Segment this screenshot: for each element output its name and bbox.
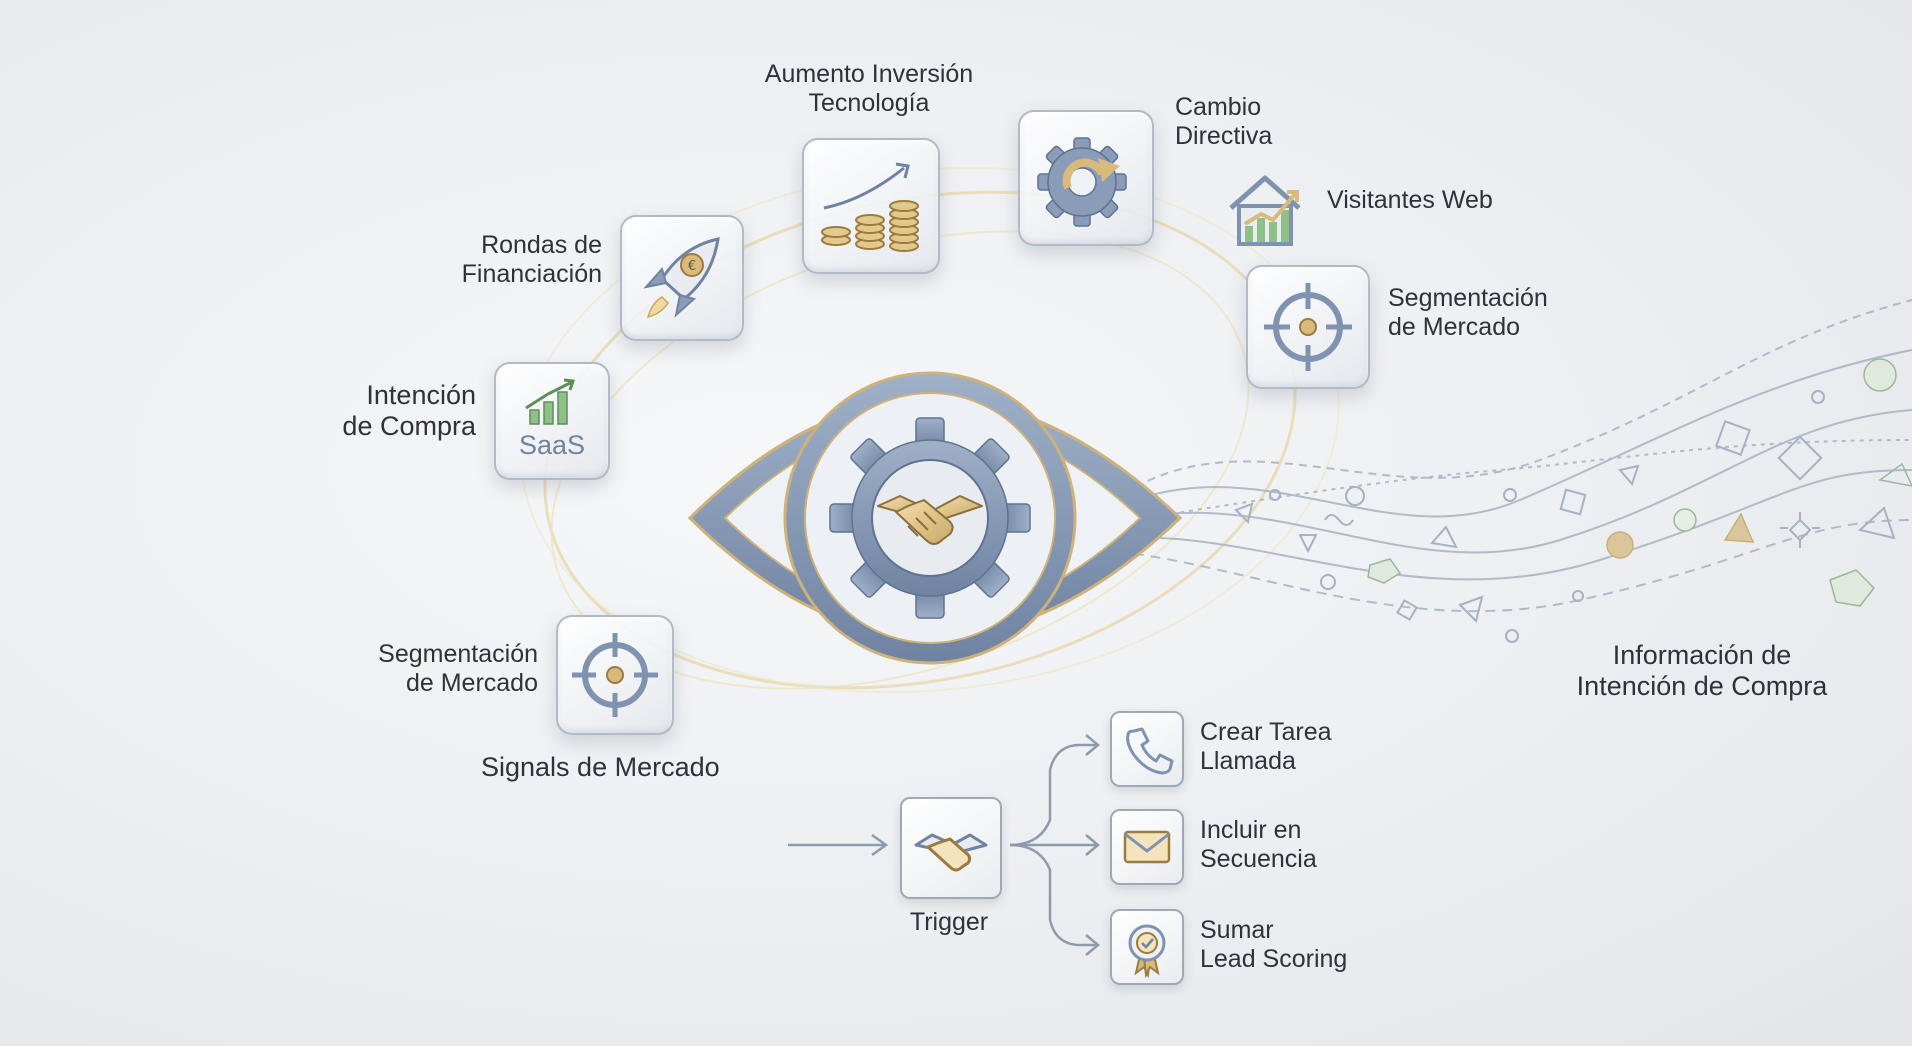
badge-icon xyxy=(1128,924,1166,979)
gear-arrow-icon xyxy=(1037,137,1127,227)
trigger-label: Trigger xyxy=(909,908,989,936)
phone-icon xyxy=(1126,727,1174,775)
action-call-tile xyxy=(1110,711,1184,787)
segmentation-bottom-tile xyxy=(556,615,674,735)
growth-chart-icon xyxy=(525,378,576,425)
handshake-icon xyxy=(877,495,983,545)
web-visitors-label: Visitantes Web xyxy=(1327,186,1493,214)
envelope-icon xyxy=(1123,830,1171,864)
trigger-tile xyxy=(900,797,1002,899)
handshake-icon xyxy=(914,833,988,872)
target-icon xyxy=(1264,283,1352,371)
action-scoring-tile xyxy=(1110,909,1184,985)
saas-intent-tile: SaaS xyxy=(494,362,610,480)
segmentation-top-tile xyxy=(1246,265,1370,389)
web-visitors-icon xyxy=(1225,170,1307,250)
investment-tile xyxy=(802,138,940,274)
leadership-change-tile xyxy=(1018,110,1154,246)
target-icon xyxy=(572,633,658,717)
market-signals-title: Signals de Mercado xyxy=(481,752,720,782)
coins-growth-icon xyxy=(821,162,919,252)
rocket-icon: € xyxy=(643,237,720,319)
funding-rounds-tile: € xyxy=(620,215,744,341)
svg-text:€: € xyxy=(688,259,696,274)
action-sequence-tile xyxy=(1110,809,1184,885)
saas-text: SaaS xyxy=(518,430,586,460)
